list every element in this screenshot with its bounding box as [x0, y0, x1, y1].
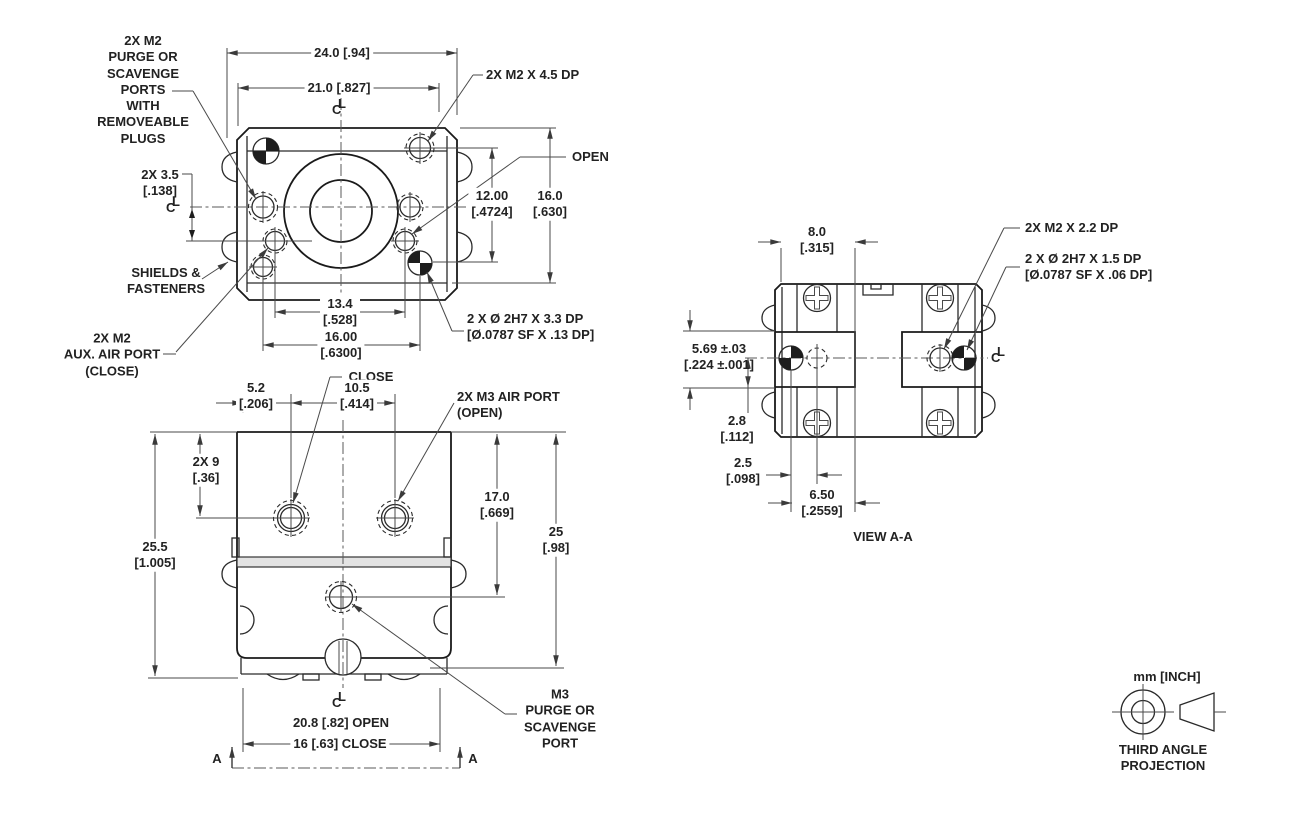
dowel-holes-aa-callout: 2 X Ø 2H7 X 1.5 DP [Ø.0787 SF X .06 DP] [1025, 250, 1153, 282]
dim-height-16: 16.0 [.630] [530, 187, 570, 221]
aux-air-port-callout: 2X M2 AUX. AIR PORT (CLOSE) [63, 330, 161, 379]
dim-close-span: 16 [.63] CLOSE [290, 735, 390, 753]
shields-callout: SHIELDS & FASTENERS [126, 264, 206, 296]
dim-band-height: 5.69 ±.03 [.224 ±.001] [683, 340, 755, 372]
centerline-c: C [166, 200, 176, 215]
dim-port-offset: 2X 3.5 [.138] [141, 166, 179, 198]
dim-port-spacing: 10.5 [.414] [337, 379, 377, 413]
dowel-holes-callout: 2 X Ø 2H7 X 3.3 DP [Ø.0787 SF X .13 DP] [467, 310, 595, 342]
purge-ports-callout: 2X M2 PURGE OR SCAVENGE PORTS WITH REMOV… [97, 33, 189, 146]
dim-offset-28: 2.8 [.112] [720, 412, 754, 444]
dim-inner-width: 21.0 [.827] [304, 79, 374, 97]
dim-port-depth: 2X 9 [.36] [189, 453, 223, 487]
centerline-l: L [338, 96, 346, 111]
tapped-holes-aa-callout: 2X M2 X 2.2 DP [1025, 219, 1119, 235]
dim-hole-spacing-v: 12.00 [.4724] [468, 187, 516, 221]
dim-dowel-spacing: 16.00 [.6300] [317, 328, 365, 362]
centerline-l: L [338, 689, 346, 704]
front-view-dimensions [148, 394, 566, 769]
front-view-holes [272, 499, 414, 614]
section-view-holes [778, 344, 977, 372]
front-view-leaders [292, 376, 517, 715]
dim-edge-offset: 5.2 [.206] [236, 379, 276, 413]
dim-offset-650: 6.50 [.2559] [798, 486, 846, 520]
centerline-c: C [991, 350, 1001, 365]
dim-purge-depth: 17.0 [.669] [477, 488, 517, 522]
dim-offset-25: 2.5 [.098] [726, 454, 760, 486]
dim-overall-width: 24.0 [.94] [311, 44, 373, 62]
projection-note: THIRD ANGLE PROJECTION [1118, 741, 1208, 773]
dim-slot-width: 8.0 [.315] [797, 223, 837, 257]
open-callout: OPEN [572, 148, 609, 164]
units-note: mm [INCH] [1133, 668, 1201, 684]
section-view-dimensions [683, 239, 880, 512]
section-view-screws [802, 283, 955, 438]
top-view-body [190, 98, 482, 318]
third-angle-projection-symbol [1112, 684, 1226, 740]
section-view-leaders [943, 227, 1020, 351]
centerline-c: C [332, 102, 342, 117]
top-view-leaders [163, 74, 566, 355]
section-marker-right: A [468, 750, 478, 766]
centerline-l: L [172, 194, 180, 209]
centerline-c: C [332, 695, 342, 710]
dim-open-span: 20.8 [.82] OPEN [289, 714, 393, 732]
dim-height-25: 25 [.98] [539, 523, 573, 557]
dim-hole-spacing-h: 13.4 [.528] [320, 295, 360, 329]
front-view-body [221, 420, 467, 688]
section-view-title: VIEW A-A [853, 528, 913, 544]
dim-overall-height: 25.5 [1.005] [131, 538, 179, 572]
tapped-holes-callout: 2X M2 X 4.5 DP [486, 66, 580, 82]
air-ports-callout: 2X M3 AIR PORT (OPEN) [457, 388, 560, 420]
section-marker-left: A [212, 750, 222, 766]
purge-port-callout: M3 PURGE OR SCAVENGE PORT [524, 686, 596, 751]
centerline-l: L [997, 344, 1005, 359]
